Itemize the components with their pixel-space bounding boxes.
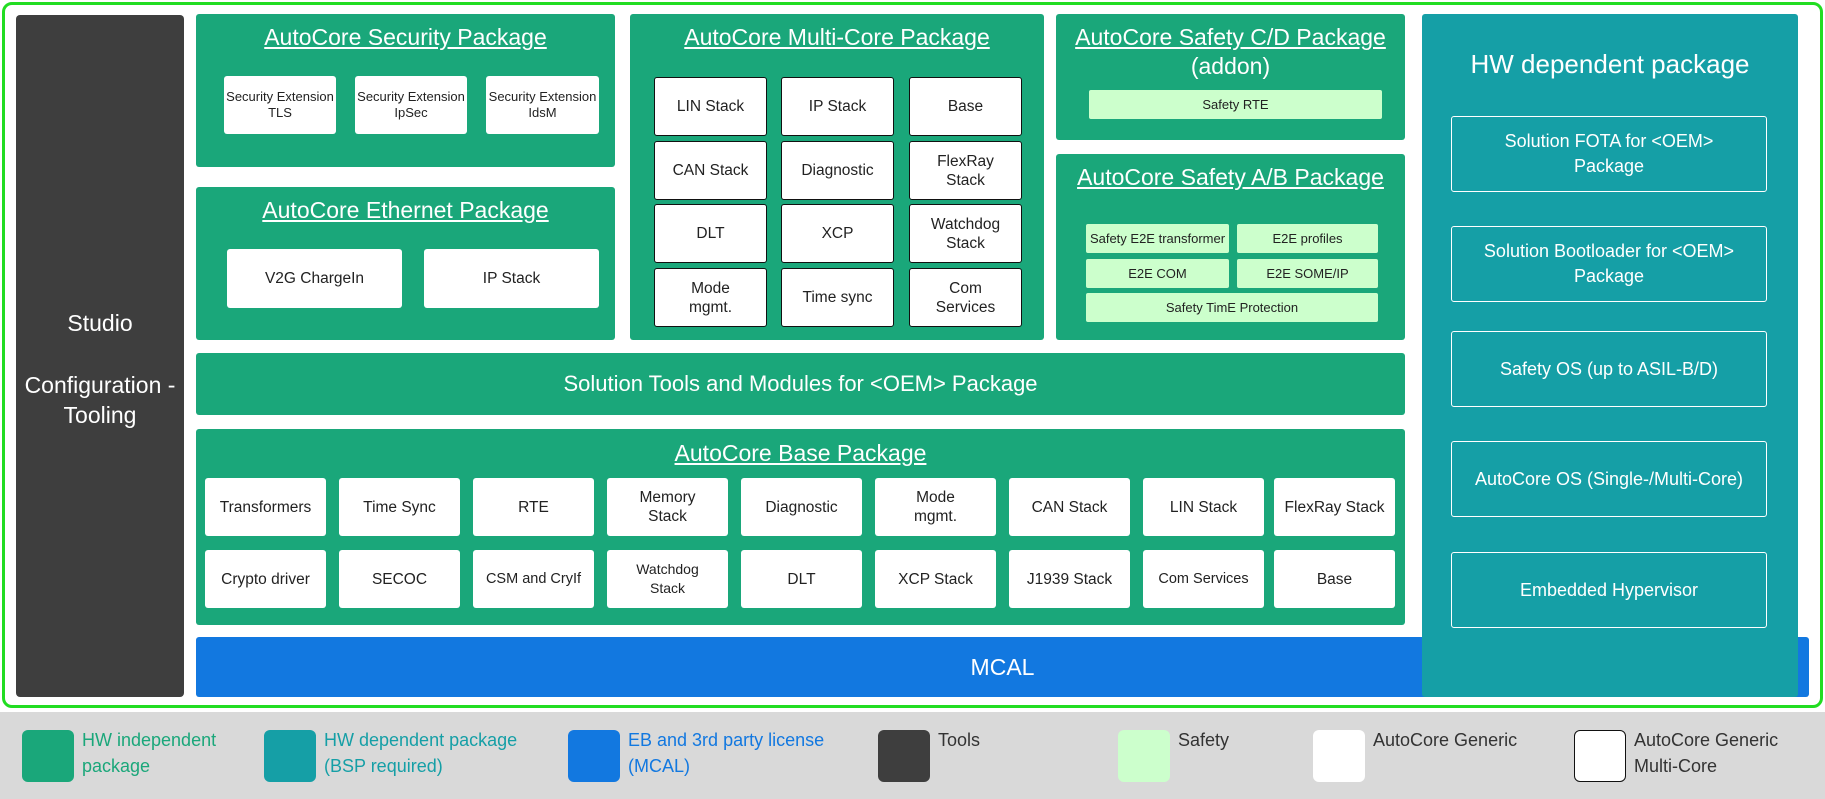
safety-cd-package: AutoCore Safety C/D Package (addon) Safe… [1056,14,1405,140]
solution-tools-package: Solution Tools and Modules for <OEM> Pac… [196,353,1405,415]
legend-item-autocore-generic-multicore: AutoCore Generic Multi-Core [1574,730,1814,782]
legend-item-mcal: EB and 3rd party license (MCAL) [568,730,848,782]
safety-cd-package-title: AutoCore Safety C/D Package [1075,24,1386,50]
base-item: CAN Stack [1009,478,1130,536]
security-item: Security Extension IdsM [486,76,599,134]
multicore-package: AutoCore Multi-Core Package LIN Stack IP… [630,14,1044,340]
legend-swatch [22,730,74,782]
legend-label: HW dependent package (BSP required) [324,730,518,776]
security-item: Security Extension TLS [224,76,336,134]
base-item: Mode mgmt. [875,478,996,536]
legend-swatch [1574,730,1626,782]
legend-label: Tools [938,730,981,750]
hw-item: Safety OS (up to ASIL-B/D) [1451,331,1767,407]
legend-item-autocore-generic: AutoCore Generic [1313,730,1553,782]
studio-block: Studio Configuration -Tooling [16,15,184,697]
legend-item-hw-independent: HW independent package [22,730,242,782]
legend-item-safety: Safety [1118,730,1278,782]
legend-swatch [1118,730,1170,782]
multicore-item: IP Stack [781,77,894,136]
base-item: CSM and CryIf [473,550,594,608]
multicore-item: LIN Stack [654,77,767,136]
safety-item: E2E profiles [1237,224,1378,253]
legend-label: AutoCore Generic Multi-Core [1634,730,1779,776]
safety-item: Safety TimE Protection [1086,293,1378,322]
legend-item-hw-dependent: HW dependent package (BSP required) [264,730,534,782]
base-item: Com Services [1143,550,1264,608]
multicore-item: Watchdog Stack [909,204,1022,263]
base-package-title: AutoCore Base Package [674,440,927,466]
safety-ab-package: AutoCore Safety A/B Package Safety E2E t… [1056,154,1405,340]
hw-dependent-package: HW dependent package Solution FOTA for <… [1422,14,1798,697]
legend-label: Safety [1178,730,1230,750]
base-item: Crypto driver [205,550,326,608]
legend-item-tools: Tools [878,730,1038,782]
base-item: FlexRay Stack [1274,478,1395,536]
safety-item: Safety RTE [1089,90,1382,119]
base-item: Transformers [205,478,326,536]
security-package: AutoCore Security Package Security Exten… [196,14,615,167]
multicore-item: FlexRay Stack [909,141,1022,200]
hw-item: AutoCore OS (Single-/Multi-Core) [1451,441,1767,517]
hw-item: Embedded Hypervisor [1451,552,1767,628]
multicore-item: Com Services [909,268,1022,327]
studio-subtitle: Configuration -Tooling [24,372,176,428]
safety-item: Safety E2E transformer [1086,224,1229,253]
multicore-item: Diagnostic [781,141,894,200]
base-item: Memory Stack [607,478,728,536]
hw-item: Solution Bootloader for <OEM> Package [1451,226,1767,302]
ethernet-item: V2G ChargeIn [227,249,402,308]
multicore-item: XCP [781,204,894,263]
safety-item: E2E COM [1086,259,1229,288]
security-package-title: AutoCore Security Package [264,24,547,50]
multicore-item: Base [909,77,1022,136]
base-item: Base [1274,550,1395,608]
legend-swatch [568,730,620,782]
legend-swatch [1313,730,1365,782]
ethernet-package-title: AutoCore Ethernet Package [262,197,549,223]
multicore-item: DLT [654,204,767,263]
multicore-item: CAN Stack [654,141,767,200]
legend-swatch [878,730,930,782]
legend-label: EB and 3rd party license (MCAL) [628,730,825,776]
base-item: XCP Stack [875,550,996,608]
base-item: SECOC [339,550,460,608]
base-item: Watchdog Stack [607,550,728,608]
ethernet-package: AutoCore Ethernet Package V2G ChargeIn I… [196,187,615,340]
legend: HW independent package HW dependent pack… [0,712,1825,799]
legend-label: AutoCore Generic [1373,730,1518,750]
hw-package-title: HW dependent package [1470,49,1750,79]
legend-swatch [264,730,316,782]
studio-title: Studio [67,310,133,336]
base-item: J1939 Stack [1009,550,1130,608]
base-item: Time Sync [339,478,460,536]
base-item: DLT [741,550,862,608]
multicore-item: Time sync [781,268,894,327]
base-package: AutoCore Base Package Transformers Time … [196,429,1405,625]
ethernet-item: IP Stack [424,249,599,308]
safety-cd-package-subtitle: (addon) [1190,53,1271,79]
safety-ab-package-title: AutoCore Safety A/B Package [1077,164,1384,190]
multicore-package-title: AutoCore Multi-Core Package [684,24,990,50]
base-item: RTE [473,478,594,536]
multicore-item: Mode mgmt. [654,268,767,327]
safety-item: E2E SOME/IP [1237,259,1378,288]
base-item: Diagnostic [741,478,862,536]
legend-label: HW independent package [82,730,217,776]
security-item: Security Extension IpSec [355,76,467,134]
hw-item: Solution FOTA for <OEM> Package [1451,116,1767,192]
base-item: LIN Stack [1143,478,1264,536]
